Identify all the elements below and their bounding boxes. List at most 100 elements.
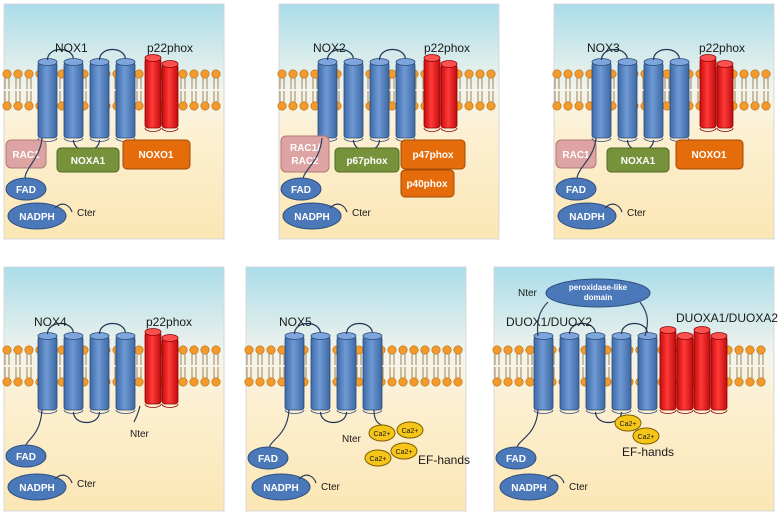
helix-cap <box>533 332 554 340</box>
helix-loop <box>293 322 322 335</box>
rac1-label: RAC1 <box>12 150 40 161</box>
helix-cap <box>669 58 690 66</box>
helix-base <box>115 409 136 414</box>
nadph-label: NADPH <box>263 483 299 494</box>
helix-cap <box>585 332 606 340</box>
lipid-head <box>189 377 199 387</box>
lipid-head <box>420 377 430 387</box>
duox-transmembrane-helices <box>559 322 658 424</box>
helix-cap <box>115 58 136 66</box>
helix-cap <box>440 60 458 68</box>
p22phox-label: p22phox <box>699 41 745 55</box>
p22phox-helix <box>161 63 179 129</box>
fad-label: FAD <box>16 185 36 196</box>
transmembrane-helix <box>669 61 690 139</box>
p22phox-helix <box>161 337 179 405</box>
helix-loop <box>600 48 629 61</box>
lipid-head <box>431 345 441 355</box>
helix-cap <box>343 58 364 66</box>
lipid-head <box>464 69 474 79</box>
helix-cap <box>659 326 677 334</box>
p22phox-helix <box>716 63 734 129</box>
fad-domain <box>247 446 289 470</box>
lipid-head <box>178 69 188 79</box>
p40phox-box <box>400 169 455 198</box>
helix-loop <box>46 48 75 61</box>
lipid-head <box>288 69 298 79</box>
cter-tail <box>54 474 73 484</box>
helix-base <box>637 409 658 414</box>
helix-base <box>591 137 612 142</box>
nox3-transmembrane-helices <box>591 48 690 152</box>
fad-label: FAD <box>506 454 526 465</box>
lipid-head <box>266 377 276 387</box>
helix-loop <box>378 48 407 61</box>
helix-cap <box>63 332 84 340</box>
lipid-head <box>2 101 12 111</box>
helix-cap <box>693 326 711 334</box>
helix-cap <box>637 332 658 340</box>
rac1-label: RAC1 <box>562 150 590 161</box>
lipid-head <box>756 377 766 387</box>
lipid-head <box>277 69 287 79</box>
lipid-head <box>134 101 144 111</box>
helix-base <box>369 137 390 142</box>
transmembrane-helix <box>115 335 136 411</box>
helix-base <box>161 127 179 132</box>
helix-cap <box>161 334 179 342</box>
nox1-label: NOX1 <box>55 41 88 55</box>
helix-cap <box>161 60 179 68</box>
fad-domain <box>495 446 537 470</box>
cter-tail <box>546 474 565 484</box>
p22phox-label: p22phox <box>146 315 192 329</box>
calcium-site-3 <box>390 442 418 460</box>
calcium-site-1 <box>614 414 642 432</box>
lipid-head <box>574 101 584 111</box>
nadph-domain <box>251 473 311 501</box>
lipid-head <box>134 69 144 79</box>
p22phox-helix <box>440 63 458 129</box>
helix-loop <box>319 411 348 424</box>
lipid-head <box>266 345 276 355</box>
duox-label: DUOX1/DUOX2 <box>506 315 592 329</box>
lipid-head <box>255 377 265 387</box>
helix-cap <box>144 328 162 336</box>
p22phox-label: p22phox <box>424 41 470 55</box>
p47phox-box <box>400 139 466 170</box>
lipid-head <box>178 345 188 355</box>
p22phox-helix <box>659 329 677 411</box>
lipid-head <box>514 377 524 387</box>
lipid-head <box>2 377 12 387</box>
lipid-head <box>514 345 524 355</box>
lipid-head <box>442 345 452 355</box>
transmembrane-helix <box>63 61 84 139</box>
lipid-head <box>244 345 254 355</box>
p67phox-label: p67phox <box>346 156 388 167</box>
transmembrane-helix <box>585 335 606 411</box>
lipid-head <box>178 101 188 111</box>
lipid-head <box>134 345 144 355</box>
fad-label: FAD <box>16 452 36 463</box>
lipid-head <box>299 101 309 111</box>
lipid-head <box>200 377 210 387</box>
transmembrane-helix <box>37 61 58 139</box>
helix-loop <box>568 322 597 335</box>
transmembrane-helix <box>37 335 58 411</box>
lipid-head <box>761 101 771 111</box>
helix-loop <box>98 322 127 335</box>
noxo1-box <box>122 139 191 170</box>
nadph-label: NADPH <box>569 212 605 223</box>
transmembrane-helix <box>63 335 84 411</box>
panel-nox1: NOX1 p22phox RAC1 NOXA1 NOXO1 FAD NADPH … <box>2 3 225 240</box>
lipid-head <box>486 69 496 79</box>
transmembrane-helix <box>643 61 664 139</box>
noxo1-label: NOXO1 <box>691 150 726 161</box>
lipid-head <box>739 101 749 111</box>
nter-label: Nter <box>342 434 362 445</box>
nadph-domain <box>282 202 342 230</box>
helix-cap <box>362 332 383 340</box>
helix-cap <box>144 54 162 62</box>
lipid-head <box>2 345 12 355</box>
calcium-label: Ca2+ <box>374 431 391 438</box>
p22phox-helices <box>144 54 179 132</box>
